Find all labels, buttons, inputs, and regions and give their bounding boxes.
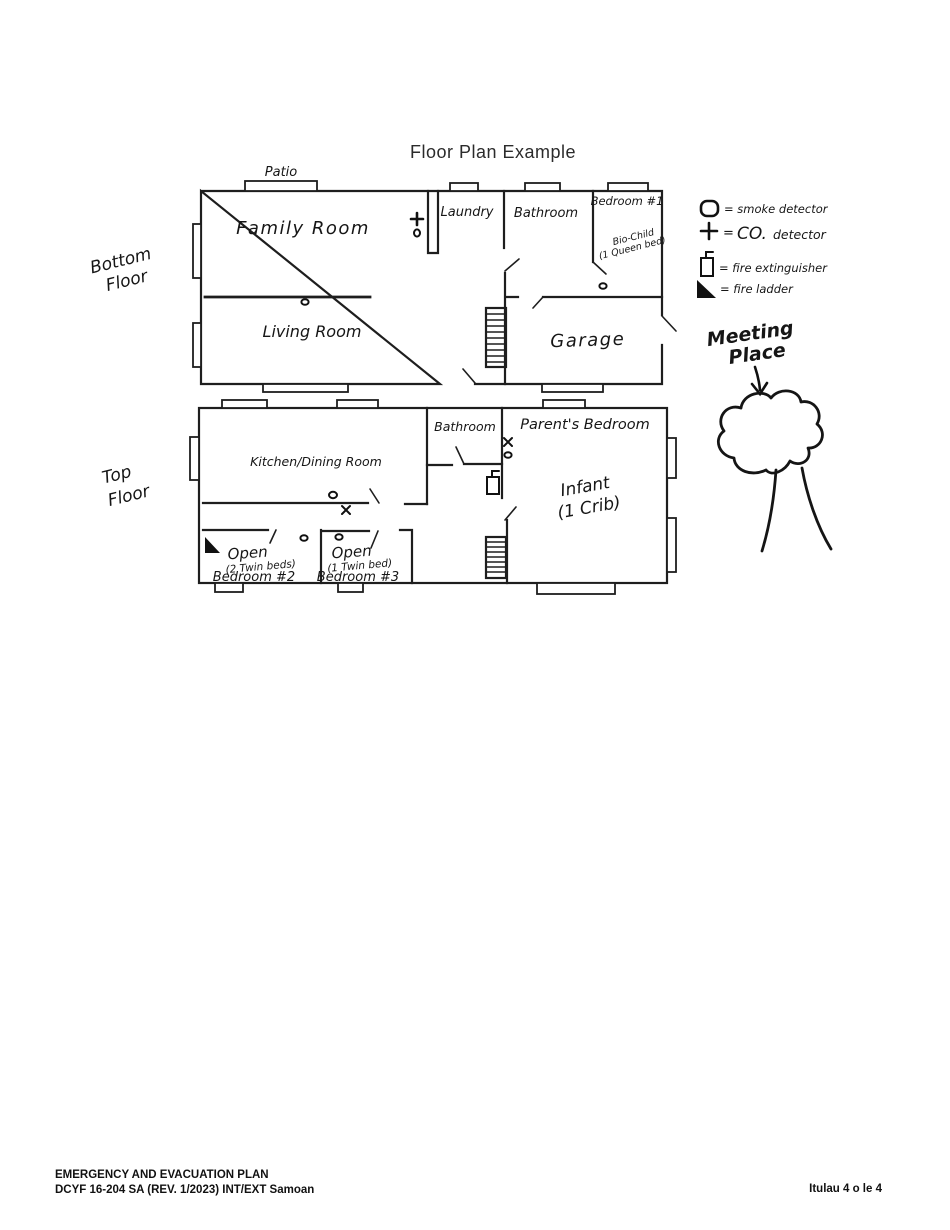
back-door-swing bbox=[462, 368, 476, 384]
top-floor-label-line1: Top bbox=[100, 462, 134, 489]
bathroom2-bottom-wall bbox=[425, 462, 504, 467]
label-bedroom3-open: Open bbox=[331, 542, 372, 563]
window bbox=[542, 399, 586, 409]
garage-side-door-swing bbox=[661, 315, 677, 332]
room-label-bathroom2: Bathroom bbox=[434, 419, 496, 434]
hall-door-swing bbox=[504, 258, 520, 272]
room-label-garage: Garage bbox=[550, 329, 626, 353]
floor-titles: Bottom Floor Top Floor bbox=[88, 244, 153, 511]
footer-line1: EMERGENCY AND EVACUATION PLAN bbox=[55, 1169, 269, 1181]
bathroom2-door-swing bbox=[455, 446, 465, 465]
co-detector-legend-icon bbox=[699, 221, 719, 241]
bedroom1-door-swing bbox=[592, 261, 607, 275]
smoke-detector-icon bbox=[413, 228, 421, 238]
footer-line2: DCYF 16-204 SA (REV. 1/2023) INT/EXT Sam… bbox=[55, 1184, 315, 1196]
co-detector-icon bbox=[503, 437, 513, 447]
top-floor-plan: Kitchen/Dining Room Bathroom Parent's Be… bbox=[189, 399, 677, 595]
window bbox=[336, 399, 379, 409]
co-detector-icon bbox=[341, 505, 351, 515]
stairs-bottom-floor bbox=[484, 306, 508, 369]
bottom-floor-outer-walls bbox=[199, 188, 664, 386]
meeting-place: Meeting Place bbox=[705, 317, 833, 553]
floor-plan-drawing: Patio Family Room Laundry Bathroom Bedro… bbox=[88, 165, 833, 595]
bottom-floor-plan: Patio Family Room Laundry Bathroom Bedro… bbox=[192, 165, 677, 393]
smoke-detector-icon bbox=[299, 534, 309, 542]
room-label-laundry: Laundry bbox=[441, 205, 494, 220]
footer-form-info: EMERGENCY AND EVACUATION PLAN DCYF 16-20… bbox=[55, 1168, 314, 1198]
window bbox=[541, 383, 604, 393]
room-label-patio: Patio bbox=[265, 165, 298, 180]
window bbox=[536, 582, 616, 595]
top-floor-outer-walls bbox=[197, 406, 669, 585]
fire-ladder-icon bbox=[205, 537, 220, 553]
window bbox=[192, 223, 202, 279]
smoke-detector-icon bbox=[328, 490, 338, 500]
window bbox=[607, 182, 649, 192]
garage-door-swing bbox=[532, 296, 544, 309]
fire-extinguisher-legend-icon bbox=[700, 251, 714, 277]
room-label-living-room: Living Room bbox=[263, 322, 362, 341]
room-label-kitchen: Kitchen/Dining Room bbox=[250, 454, 382, 469]
window bbox=[666, 517, 677, 573]
window bbox=[666, 437, 677, 479]
room-label-bathroom1: Bathroom bbox=[514, 206, 578, 221]
co-detector-icon bbox=[409, 211, 425, 227]
stairs-top-floor bbox=[484, 535, 508, 580]
legend-ladder-label: = fire ladder bbox=[720, 282, 794, 296]
legend-extinguisher-label: = fire extinguisher bbox=[719, 261, 828, 275]
window bbox=[192, 322, 202, 368]
window bbox=[337, 582, 364, 593]
room-label-bedroom2: Bedroom #2 bbox=[213, 570, 295, 585]
room-label-bedroom3: Bedroom #3 bbox=[317, 570, 399, 585]
page-title: Floor Plan Example bbox=[409, 142, 577, 162]
family-laundry-wall bbox=[426, 189, 440, 255]
window bbox=[189, 436, 200, 481]
window bbox=[262, 383, 349, 393]
room-label-bedroom1: Bedroom #1 bbox=[591, 194, 664, 208]
smoke-detector-icon bbox=[503, 451, 513, 459]
room-label-family-room: Family Room bbox=[236, 218, 370, 239]
legend-co-name: CO. bbox=[737, 224, 767, 244]
meeting-tree-sketch bbox=[716, 389, 833, 553]
bedroom3-right-wall bbox=[398, 528, 414, 585]
legend: = smoke detector = CO. detector = fire e… bbox=[697, 199, 829, 298]
window bbox=[449, 182, 479, 192]
window bbox=[221, 399, 268, 409]
bedroom3-door-swing bbox=[370, 530, 379, 549]
label-bedroom3-note: (1 Twin bed) bbox=[327, 557, 393, 575]
room-label-parents-bedroom: Parent's Bedroom bbox=[520, 417, 649, 433]
kitchen-door-swing bbox=[369, 488, 380, 504]
label-bedroom2-open: Open bbox=[227, 543, 268, 564]
fire-extinguisher-icon bbox=[486, 470, 500, 495]
bedroom2-door-swing bbox=[269, 529, 277, 544]
smoke-detector-icon bbox=[334, 533, 344, 541]
legend-co-equals: = bbox=[723, 226, 734, 241]
smoke-detector-icon bbox=[300, 298, 310, 306]
patio-outline bbox=[244, 180, 318, 192]
hall-door-swing-top bbox=[504, 506, 517, 521]
legend-smoke-label: = smoke detector bbox=[724, 202, 829, 216]
fire-ladder-legend-icon bbox=[697, 280, 716, 298]
smoke-detector-legend-icon bbox=[699, 199, 720, 218]
smoke-detector-icon bbox=[598, 282, 608, 290]
legend-co-word: detector bbox=[773, 227, 827, 242]
window bbox=[524, 182, 561, 192]
footer-page-number: Itulau 4 o le 4 bbox=[809, 1183, 882, 1195]
arrow-down-icon bbox=[750, 365, 769, 397]
window bbox=[214, 582, 244, 593]
